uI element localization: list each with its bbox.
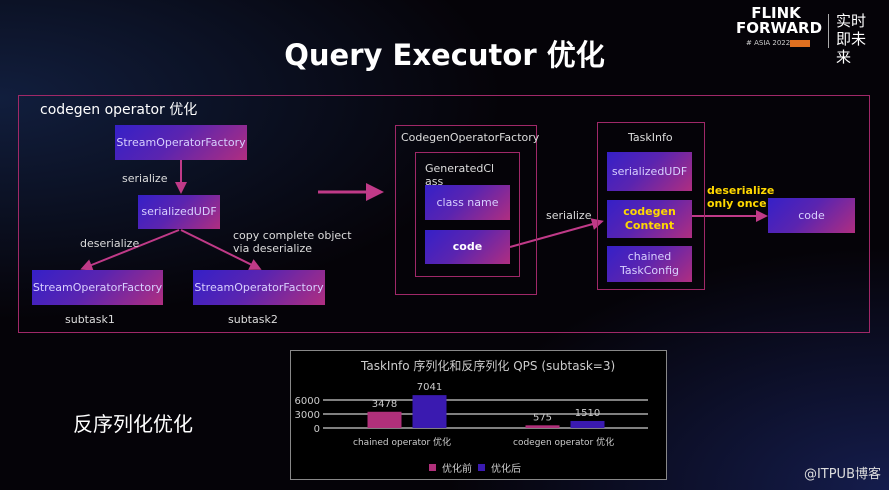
y-tick-label: 6000 (295, 396, 320, 407)
data-label: 575 (533, 412, 552, 423)
generated-class-box (415, 152, 520, 277)
chart-plot: 0 3000 6000 3478 575 7041 1510 (295, 382, 648, 435)
data-label: 7041 (417, 382, 442, 393)
deserialization-heading: 反序列化优化 (73, 412, 193, 436)
subtask2-label: subtask2 (228, 313, 278, 326)
bar-0-0 (367, 411, 402, 428)
codegen-content-box: codegen Content (607, 200, 692, 238)
chart-title: TaskInfo 序列化和反序列化 QPS (subtask=3) (361, 359, 616, 373)
category-label-2: codegen operator 优化 (513, 438, 615, 448)
class-name-box: class name (425, 185, 510, 220)
bar-1-1 (570, 420, 605, 428)
logo-slogan: 实时即未来 (836, 12, 867, 66)
final-code-box: code (768, 198, 855, 233)
code-serialize-arrow (509, 218, 604, 248)
subtask1-label: subtask1 (65, 313, 115, 326)
data-label: 1510 (575, 408, 600, 419)
stream-operator-factory-top: StreamOperatorFactory (115, 125, 247, 160)
serialize-label: serialize (122, 172, 168, 185)
taskinfo-serialized-udf: serializedUDF (607, 152, 692, 191)
codegen-operator-factory-box (395, 125, 537, 295)
stream-operator-factory-2: StreamOperatorFactory (193, 270, 325, 305)
legend-swatch-after (478, 464, 485, 471)
diagram-frame (18, 95, 870, 333)
legend-before: 优化前 (442, 464, 472, 475)
y-tick-label: 3000 (295, 410, 320, 421)
deserialize-once-label: deserialize only once (707, 184, 775, 210)
serialized-udf-box: serializedUDF (138, 195, 220, 229)
taskinfo-label: TaskInfo (628, 131, 673, 144)
legend-swatch-before (429, 464, 436, 471)
bar-1-0 (412, 395, 447, 428)
watermark: @ITPUB博客 (803, 467, 881, 482)
logo-badge (790, 40, 810, 47)
logo-divider (828, 14, 829, 48)
bar-0-1 (525, 425, 560, 428)
deserialize-label: deserialize (80, 237, 140, 250)
deserialize-arrow (80, 229, 180, 271)
copy-label: copy complete object via deserialize (233, 229, 352, 255)
stream-operator-factory-1: StreamOperatorFactory (32, 270, 163, 305)
legend-after: 优化后 (491, 464, 521, 475)
y-tick-label: 0 (314, 424, 320, 435)
section-heading: codegen operator 优化 (40, 102, 198, 118)
category-label-1: chained operator 优化 (353, 438, 452, 448)
page-title: Query Executor 优化 (284, 38, 605, 72)
code-box: code (425, 230, 510, 264)
copy-arrow (180, 229, 262, 270)
serialize-code-label: serialize (546, 209, 592, 222)
codegen-operator-factory-label: CodegenOperatorFactory (401, 131, 540, 144)
chart-legend: 优化前 优化后 (429, 460, 521, 475)
logo-sub: # ASIA 2022 (746, 39, 791, 47)
taskinfo-box (597, 122, 705, 290)
generated-class-label: GeneratedClass (425, 162, 495, 188)
data-label: 3478 (372, 399, 397, 410)
chained-taskconfig-box: chained TaskConfig (607, 246, 692, 282)
qps-chart: TaskInfo 序列化和反序列化 QPS (subtask=3) 0 3000 6… (290, 350, 667, 480)
